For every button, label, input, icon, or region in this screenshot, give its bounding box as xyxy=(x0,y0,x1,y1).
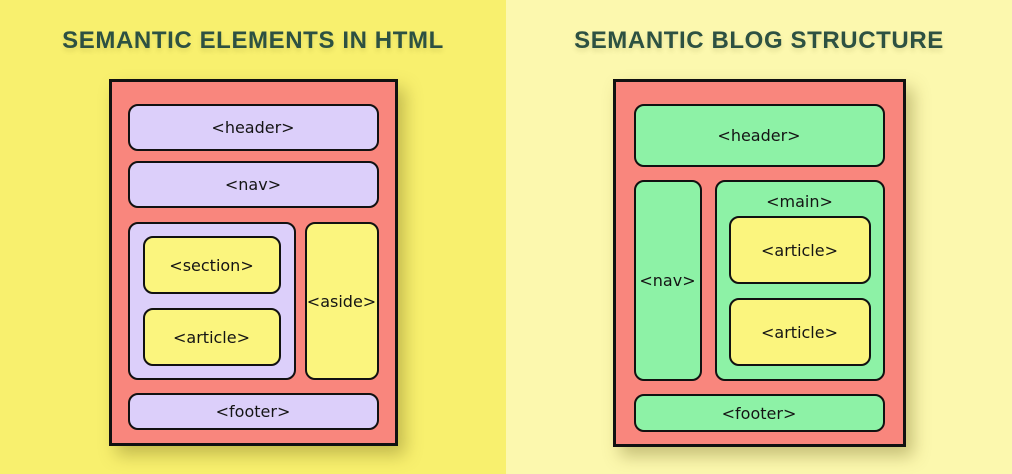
right-panel: SEMANTIC BLOG STRUCTURE <header> <nav> <… xyxy=(506,0,1012,474)
blog-article-box-2: <article> xyxy=(728,298,871,366)
right-panel-title: SEMANTIC BLOG STRUCTURE xyxy=(574,27,944,54)
blog-footer-box: <footer> xyxy=(633,394,885,432)
main-label: <main> xyxy=(766,192,833,211)
header-box: <header> xyxy=(127,104,379,151)
right-page-frame: <header> <nav> <main> <article> <article… xyxy=(612,79,906,447)
left-panel-title: SEMANTIC ELEMENTS IN HTML xyxy=(62,27,444,54)
left-page-frame: <header> <nav> <section> <article> <asid… xyxy=(108,79,398,446)
nav-box: <nav> xyxy=(127,161,379,208)
blog-nav-box: <nav> xyxy=(633,180,702,381)
left-panel: SEMANTIC ELEMENTS IN HTML <header> <nav>… xyxy=(0,0,506,474)
article-box: <article> xyxy=(142,308,281,366)
left-content-group: <section> <article> xyxy=(127,222,296,380)
right-middle-row: <nav> <main> <article> <article> xyxy=(633,180,885,381)
section-box: <section> xyxy=(142,236,281,294)
left-middle-row: <section> <article> <aside> xyxy=(127,222,379,380)
blog-header-box: <header> xyxy=(633,104,885,167)
footer-box: <footer> xyxy=(127,393,379,430)
blog-article-box-1: <article> xyxy=(728,216,871,284)
blog-main-box: <main> <article> <article> xyxy=(714,180,885,381)
aside-box: <aside> xyxy=(304,222,379,380)
